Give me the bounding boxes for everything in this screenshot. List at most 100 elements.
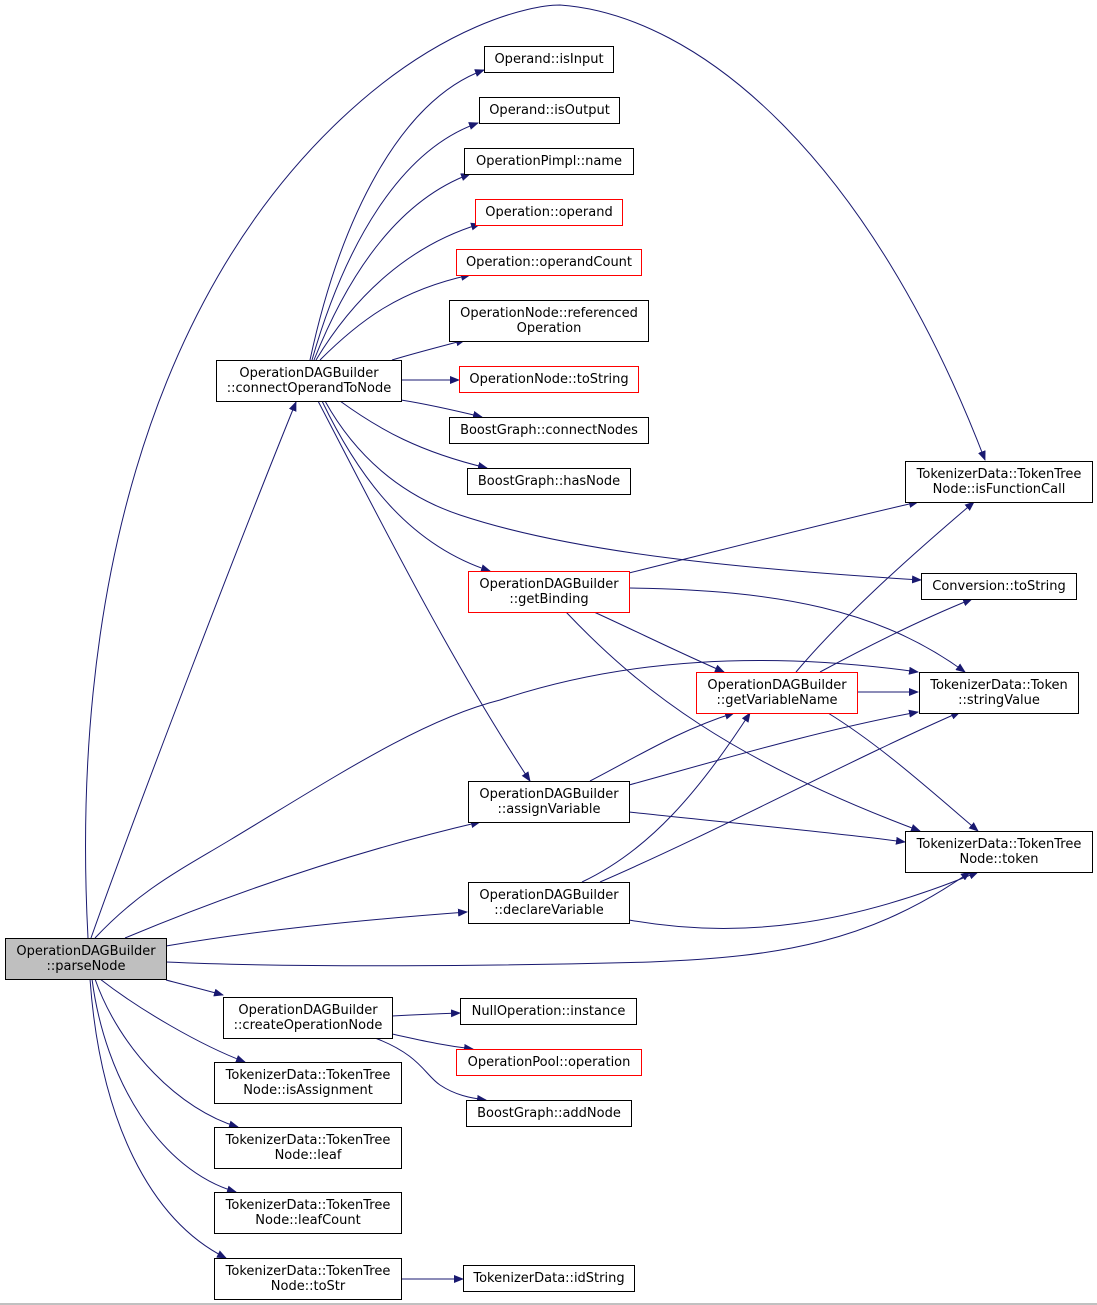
edge-connect-operand-to-node-to-assign-variable (317, 400, 531, 782)
edge-get-binding-to-is-function-call (628, 500, 919, 574)
edge-create-operation-node-to-pool-operation (391, 1033, 474, 1052)
node-add-node[interactable]: BoostGraph::addNode (466, 1100, 632, 1127)
edge-declare-variable-to-node-token (628, 871, 979, 929)
edge-parse-node-to-declare-variable (165, 908, 468, 947)
node-box (921, 573, 1077, 600)
node-is-function-call[interactable]: TokenizerData::TokenTreeNode::isFunction… (905, 461, 1093, 503)
node-label-line: Operation (517, 321, 582, 336)
node-box (449, 300, 649, 342)
node-string-value[interactable]: TokenizerData::Token::stringValue (919, 672, 1079, 714)
node-box (919, 672, 1079, 714)
node-box (468, 882, 630, 924)
edge-connect-operand-to-node-to-is-input (309, 69, 485, 361)
node-is-input[interactable]: Operand::isInput (484, 46, 614, 73)
node-operand[interactable]: Operation::operand (475, 199, 623, 226)
node-label-line: OperationDAGBuilder (707, 678, 847, 693)
edge-connect-operand-to-node-to-pimpl-name (313, 173, 471, 361)
node-has-node[interactable]: BoostGraph::hasNode (467, 468, 631, 495)
edge-declare-variable-to-string-value (599, 711, 961, 883)
edge-connect-operand-to-node-to-operand-count (319, 272, 471, 361)
node-label-line: Operand::isOutput (489, 103, 610, 118)
node-box (456, 1049, 642, 1076)
edge-connect-operand-to-node-to-has-node (339, 400, 488, 470)
node-box (479, 97, 620, 124)
node-label-line: OperationDAGBuilder (479, 888, 619, 903)
node-label-line: Node::isFunctionCall (933, 482, 1066, 497)
node-box (905, 461, 1093, 503)
node-box (466, 1100, 632, 1127)
edge-get-variable-name-to-node-token (827, 712, 979, 832)
node-op-node-to-string[interactable]: OperationNode::toString (459, 366, 639, 393)
node-declare-variable[interactable]: OperationDAGBuilder::declareVariable (468, 882, 630, 924)
node-is-output[interactable]: Operand::isOutput (479, 97, 620, 124)
node-label-line: TokenizerData::TokenTree (225, 1198, 391, 1213)
node-label-line: ::createOperationNode (234, 1018, 383, 1033)
node-label-line: ::getBinding (509, 592, 588, 607)
edge-connect-operand-to-node-to-referenced-operation (391, 338, 466, 361)
node-label-line: Node::leafCount (255, 1213, 360, 1228)
node-assign-variable[interactable]: OperationDAGBuilder::assignVariable (468, 781, 630, 823)
node-box (463, 1265, 635, 1292)
node-get-binding[interactable]: OperationDAGBuilder::getBinding (468, 571, 630, 613)
node-box (468, 781, 630, 823)
node-label-line: NullOperation::instance (472, 1004, 626, 1019)
node-label-line: Operation::operandCount (466, 255, 632, 270)
edge-parse-node-to-assign-variable (124, 820, 481, 939)
node-label-line: TokenizerData::TokenTree (916, 467, 1082, 482)
node-box (696, 672, 858, 714)
edge-connect-operand-to-node-to-is-output (311, 122, 479, 361)
node-pimpl-name[interactable]: OperationPimpl::name (464, 148, 634, 175)
edge-get-binding-to-string-value (628, 587, 966, 673)
node-null-instance[interactable]: NullOperation::instance (460, 998, 637, 1025)
node-is-assignment[interactable]: TokenizerData::TokenTreeNode::isAssignme… (214, 1062, 402, 1104)
node-box (905, 831, 1093, 873)
edge-parse-node-to-is-assignment (99, 978, 246, 1063)
node-box (216, 360, 402, 402)
edge-parse-node-to-leaf (94, 978, 239, 1129)
node-label-line: Node::leaf (275, 1148, 342, 1163)
node-label-line: OperationNode::referenced (460, 306, 638, 321)
node-label-line: Node::isAssignment (243, 1083, 373, 1098)
node-label-line: OperationDAGBuilder (479, 787, 619, 802)
node-box (475, 199, 623, 226)
node-id-string[interactable]: TokenizerData::idString (463, 1265, 635, 1292)
node-label-line: BoostGraph::hasNode (478, 474, 620, 489)
edge-declare-variable-to-get-variable-name (581, 712, 751, 883)
node-connect-operand-to-node[interactable]: OperationDAGBuilder::connectOperandToNod… (216, 360, 402, 402)
node-label-line: TokenizerData::TokenTree (225, 1133, 391, 1148)
node-box (456, 249, 642, 276)
edge-get-binding-to-get-variable-name (593, 611, 725, 673)
node-label-line: ::assignVariable (497, 802, 600, 817)
edge-connect-operand-to-node-to-get-binding (321, 400, 491, 573)
edge-assign-variable-to-get-variable-name (589, 711, 735, 782)
edge-connect-operand-to-node-to-operand (315, 222, 481, 361)
edge-create-operation-node-to-null-instance (391, 1009, 461, 1018)
node-create-operation-node[interactable]: OperationDAGBuilder::createOperationNode (223, 997, 393, 1039)
node-label-line: TokenizerData::Token (929, 678, 1068, 693)
node-label-line: Operand::isInput (494, 52, 603, 67)
edge-parse-node-to-leaf-count (91, 978, 237, 1194)
node-conv-to-string[interactable]: Conversion::toString (921, 573, 1077, 600)
node-label-line: OperationDAGBuilder (238, 1003, 378, 1018)
node-pool-operation[interactable]: OperationPool::operation (456, 1049, 642, 1076)
node-label-line: ::declareVariable (494, 903, 603, 918)
node-box (464, 148, 634, 175)
node-label-line: Node::toStr (271, 1279, 346, 1294)
node-parse-node[interactable]: OperationDAGBuilder::parseNode (5, 938, 167, 980)
node-box (214, 1258, 402, 1300)
bottom-divider (0, 1303, 1097, 1305)
node-box (449, 417, 649, 444)
edge-parse-node-to-node-token (165, 871, 971, 967)
node-label-line: OperationPool::operation (468, 1055, 631, 1070)
edge-get-binding-to-node-token (565, 611, 921, 832)
node-connect-nodes[interactable]: BoostGraph::connectNodes (449, 417, 649, 444)
node-operand-count[interactable]: Operation::operandCount (456, 249, 642, 276)
node-get-variable-name[interactable]: OperationDAGBuilder::getVariableName (696, 672, 858, 714)
node-label-line: ::parseNode (46, 959, 125, 974)
